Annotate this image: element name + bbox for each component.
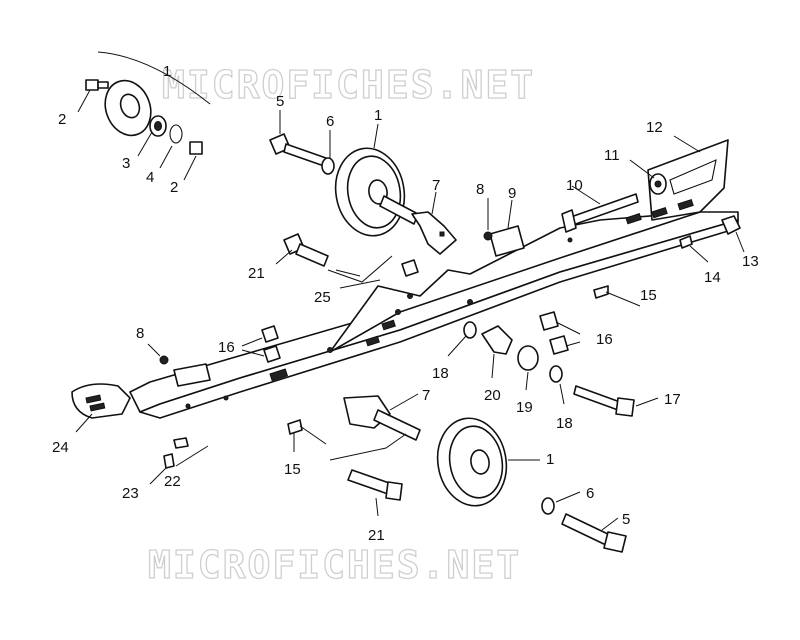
callout-10: 10: [566, 177, 583, 194]
callout-2-right: 2: [170, 179, 178, 196]
pin-15-upper: [593, 285, 609, 299]
nut-8-upper: [483, 231, 493, 241]
callout-19: 19: [516, 399, 533, 416]
callout-6-upper: 6: [326, 113, 334, 130]
nut-16-b: [261, 325, 279, 343]
callout-2-left: 2: [58, 111, 66, 128]
callout-8-lower: 8: [136, 325, 144, 342]
washer-lower: [541, 497, 555, 515]
bolt-lower: [561, 513, 627, 553]
idler-wheel-small: [104, 79, 152, 137]
callout-16-right: 16: [596, 331, 613, 348]
axle-upper: [379, 195, 457, 255]
pin-15-lower-line: [299, 425, 327, 445]
nut-16-e: [549, 335, 569, 355]
callout-1-upper: 1: [374, 107, 382, 124]
bolt-upper: [269, 133, 327, 167]
callout-18-lower: 18: [556, 415, 573, 432]
nut-13: [721, 215, 741, 235]
idler-wheel-upper: [334, 147, 406, 237]
callout-21-lower: 21: [368, 527, 385, 544]
callout-11: 11: [604, 147, 620, 164]
callout-8-upper: 8: [476, 181, 484, 198]
callout-7-upper: 7: [432, 177, 440, 194]
bushing-19: [517, 345, 539, 371]
nut-16-a: [401, 259, 419, 277]
group-bracket-1: [97, 51, 211, 105]
idler-wheel-lower: [436, 417, 508, 507]
callout-18-upper: 18: [432, 365, 449, 382]
bolt-21-upper: [283, 233, 329, 267]
callout-14: 14: [704, 269, 721, 286]
callout-24: 24: [52, 439, 69, 456]
callout-15-lower: 15: [284, 461, 301, 478]
callout-5-lower: 5: [622, 511, 630, 528]
washer-18-upper: [463, 321, 477, 339]
callout-21-upper: 21: [248, 265, 265, 282]
bolt-small-right: [189, 141, 203, 155]
callout-3: 3: [122, 155, 130, 172]
bracket-20: [481, 325, 513, 355]
bolt-17: [573, 385, 635, 417]
callout-15-upper: 15: [640, 287, 657, 304]
washer-18-lower: [549, 365, 563, 383]
slide-rail: [129, 139, 739, 419]
callout-4: 4: [146, 169, 154, 186]
pin-22: [173, 437, 189, 449]
washer-upper: [321, 157, 335, 175]
axle-lower: [343, 395, 421, 441]
watermark-bottom: MICROFICHES.NET: [148, 543, 521, 587]
callout-23: 23: [122, 485, 139, 502]
callout-9: 9: [508, 185, 516, 202]
bolt-small-left: [85, 79, 109, 91]
screw-14: [679, 235, 693, 249]
screw-23: [163, 453, 175, 469]
callout-5-upper: 5: [276, 93, 284, 110]
callout-6-lower: 6: [586, 485, 594, 502]
callout-1-lower: 1: [546, 451, 554, 468]
nut-8-lower: [159, 355, 169, 365]
callout-1-top-left: 1: [163, 63, 171, 80]
leader-lines: [75, 89, 745, 531]
nut-16-d: [539, 311, 559, 331]
pin-15-lower: [287, 419, 303, 435]
callout-labels: 1 2 3 4 2 5 6 1 7 8 9 10 11 12 13 14 15 …: [52, 63, 759, 544]
rail-tip: [71, 383, 131, 419]
pin-15-upper-line: [605, 291, 641, 307]
watermark-top: MICROFICHES.NET: [162, 63, 535, 107]
bolt-21-lower: [347, 469, 403, 501]
callout-7-lower: 7: [422, 387, 430, 404]
slide-block-9: [489, 225, 525, 257]
callout-20: 20: [484, 387, 501, 404]
nut-16-c: [263, 345, 281, 363]
callout-22: 22: [164, 473, 181, 490]
callout-13: 13: [742, 253, 759, 270]
callout-16-left: 16: [218, 339, 235, 356]
slide-block-lower: [173, 363, 211, 387]
snap-ring: [169, 124, 183, 144]
callout-12: 12: [646, 119, 663, 136]
bearing: [149, 115, 167, 137]
bolt-10: [561, 193, 639, 233]
callout-17: 17: [664, 391, 681, 408]
callout-25: 25: [314, 289, 331, 306]
adjuster-11: [649, 173, 667, 195]
